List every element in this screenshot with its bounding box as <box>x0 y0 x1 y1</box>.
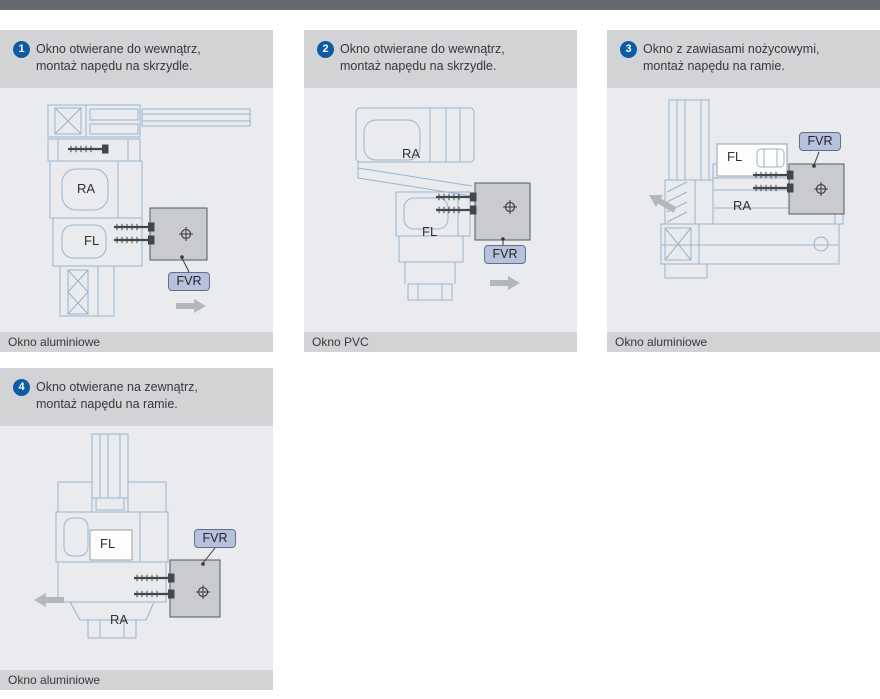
drive-unit-box <box>149 207 208 261</box>
panel-3-diagram: FL RA FVR <box>607 88 880 332</box>
label-fvr-badge: FVR <box>799 132 841 151</box>
label-fl: FL <box>84 233 100 248</box>
fvr-leader-line <box>202 547 216 564</box>
mounting-screw-icon <box>112 221 156 233</box>
window-cross-section-drawing-1 <box>47 104 251 317</box>
panel-title: Okno otwierane na zewnątrz, montaż napęd… <box>36 380 198 411</box>
panel-step-4: 4 Okno otwierane na zewnątrz, montaż nap… <box>0 368 273 690</box>
label-fl: FL <box>422 224 438 239</box>
drive-unit-box <box>474 182 531 241</box>
mounting-screw-icon <box>132 572 176 584</box>
panel-1-caption: Okno aluminiowe <box>0 332 273 352</box>
label-fvr-badge: FVR <box>168 272 210 291</box>
step-number-badge: 2 <box>317 41 334 58</box>
label-fl: FL <box>100 536 116 551</box>
panel-step-2: 2 Okno otwierane do wewnątrz, montaż nap… <box>304 30 577 352</box>
fvr-leader-line <box>813 151 820 166</box>
panel-3-header: 3 Okno z zawiasami nożycowymi, montaż na… <box>607 30 880 88</box>
step-number-badge: 4 <box>13 379 30 396</box>
window-cross-section-drawing-4 <box>34 433 221 639</box>
panel-1-header: 1 Okno otwierane do wewnątrz, montaż nap… <box>0 30 273 88</box>
mounting-screw-icon <box>132 588 176 600</box>
label-fl: FL <box>727 149 743 164</box>
fl-callout-box <box>89 529 133 561</box>
panel-4-header: 4 Okno otwierane na zewnątrz, montaż nap… <box>0 368 273 426</box>
opening-direction-arrow-icon <box>176 299 206 313</box>
step-number-badge: 1 <box>13 41 30 58</box>
drive-unit-box <box>169 559 221 618</box>
panel-4-diagram: FL RA FVR <box>0 426 273 670</box>
panel-2-header: 2 Okno otwierane do wewnątrz, montaż nap… <box>304 30 577 88</box>
label-ra: RA <box>110 612 129 627</box>
window-cross-section-drawing-3 <box>645 99 845 279</box>
step-number-badge: 3 <box>620 41 637 58</box>
mounting-screw-icon <box>112 234 156 246</box>
panel-3-caption: Okno aluminiowe <box>607 332 880 352</box>
panel-title: Okno z zawiasami nożycowymi, montaż napę… <box>643 42 820 73</box>
label-ra: RA <box>77 181 96 196</box>
fvr-leader-line <box>181 257 190 273</box>
label-fvr-badge: FVR <box>484 245 526 264</box>
window-cross-section-drawing-2 <box>355 107 531 301</box>
panel-step-3: 3 Okno z zawiasami nożycowymi, montaż na… <box>607 30 880 352</box>
label-ra: RA <box>402 146 421 161</box>
label-fvr-badge: FVR <box>194 529 236 548</box>
panel-4-caption: Okno aluminiowe <box>0 670 273 690</box>
hinge-screw-icon <box>66 143 110 155</box>
mounting-screw-icon <box>751 182 795 194</box>
panel-step-1: 1 Okno otwierane do wewnątrz, montaż nap… <box>0 30 273 352</box>
panel-title: Okno otwierane do wewnątrz, montaż napęd… <box>340 42 505 73</box>
opening-direction-arrow-icon <box>34 593 64 607</box>
page-top-bar <box>0 0 880 10</box>
panel-2-caption: Okno PVC <box>304 332 577 352</box>
opening-direction-arrow-icon <box>490 276 520 290</box>
mounting-screw-icon <box>434 204 478 216</box>
panel-title: Okno otwierane do wewnątrz, montaż napęd… <box>36 42 201 73</box>
panel-2-diagram: RA FL FVR <box>304 88 577 332</box>
panel-1-diagram: RA FL FVR <box>0 88 273 332</box>
opening-direction-arrow-icon <box>645 188 679 217</box>
label-ra: RA <box>733 198 752 213</box>
